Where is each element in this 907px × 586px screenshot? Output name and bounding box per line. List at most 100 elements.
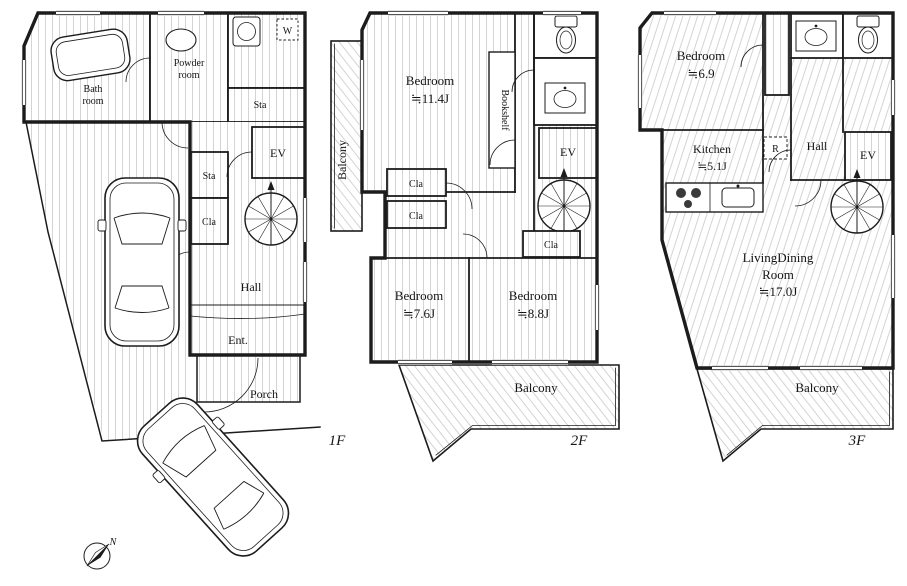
window bbox=[890, 235, 896, 298]
bedroom-b-label: ≒7.6J bbox=[403, 306, 435, 321]
kitchen-label: ≒5.1J bbox=[697, 159, 727, 173]
elevator-label: EV bbox=[560, 145, 576, 159]
bedroom-label: Bedroom bbox=[677, 48, 725, 63]
window bbox=[890, 80, 896, 115]
compass-north-label: N bbox=[109, 537, 118, 548]
toilet-icon bbox=[554, 15, 578, 54]
porch-area bbox=[196, 354, 301, 403]
bookshelf bbox=[488, 51, 516, 169]
window bbox=[359, 60, 365, 130]
door-arc bbox=[511, 69, 535, 93]
washstand-icon bbox=[795, 20, 837, 52]
window bbox=[388, 10, 448, 16]
window bbox=[302, 198, 308, 242]
outer-wall-1f bbox=[22, 11, 307, 357]
balcony-bottom bbox=[397, 364, 620, 463]
floorplan-2f: Bedroom ≒11.4J Bookshelf Balcony Cla Cla… bbox=[330, 10, 620, 463]
floor3-label: 3F bbox=[848, 433, 867, 449]
closet bbox=[386, 200, 447, 229]
door-arc bbox=[768, 149, 792, 173]
window bbox=[664, 10, 716, 16]
floorplan-1f: N Bath room Powder room W Sta EV Sta Cla… bbox=[21, 10, 347, 570]
door-arc bbox=[125, 57, 151, 83]
window bbox=[637, 55, 643, 108]
washing-machine-icon bbox=[232, 16, 261, 47]
bath-room-label: Bath bbox=[84, 84, 103, 95]
hall-label: Hall bbox=[241, 280, 262, 294]
sink-icon bbox=[165, 28, 197, 52]
balcony-railing bbox=[726, 371, 890, 456]
balcony-left bbox=[330, 40, 363, 232]
shelf-closet bbox=[764, 12, 790, 96]
floorplan-3f: Bedroom ≒6.9 Kitchen ≒5.1J R Hall EV Liv… bbox=[637, 10, 896, 463]
elevator-label: EV bbox=[270, 146, 286, 160]
kitchen-sink-icon bbox=[721, 187, 755, 208]
living-dining-label: LivingDining bbox=[743, 250, 814, 265]
door-arc bbox=[226, 151, 253, 178]
refrigerator-box bbox=[763, 136, 788, 160]
closet-label: Cla bbox=[409, 179, 423, 190]
window bbox=[594, 285, 600, 330]
window bbox=[543, 10, 581, 16]
window bbox=[492, 359, 568, 365]
window bbox=[158, 10, 204, 16]
balcony-bottom-railing bbox=[435, 367, 616, 456]
closet bbox=[190, 197, 229, 245]
elevator-room bbox=[251, 126, 306, 179]
stairs-upper-label: Sta bbox=[254, 100, 267, 111]
closet-label: Cla bbox=[544, 240, 558, 251]
door-arc bbox=[445, 182, 473, 210]
floor1-label: 1F bbox=[329, 433, 347, 449]
powder-room-label: room bbox=[178, 70, 199, 81]
car-icon-garage bbox=[97, 177, 187, 347]
bedroom-c-label: ≒8.8J bbox=[517, 306, 549, 321]
entrance-label: Ent. bbox=[228, 333, 248, 347]
porch-label: Porch bbox=[250, 387, 278, 401]
powder-room-label: Powder bbox=[174, 58, 205, 69]
window bbox=[302, 262, 308, 302]
door-arc bbox=[794, 179, 822, 207]
door-arc bbox=[740, 44, 764, 68]
refrigerator-label: R bbox=[772, 144, 779, 155]
stairs-upper-room bbox=[227, 87, 306, 123]
bath-room-label: room bbox=[82, 96, 103, 107]
bedroom-a-label: Bedroom bbox=[406, 73, 454, 88]
balcony-label: Balcony bbox=[795, 380, 839, 395]
door-arc bbox=[462, 233, 488, 259]
window bbox=[21, 60, 27, 105]
bedroom-a-label: ≒11.4J bbox=[411, 91, 449, 106]
balcony-left-label: Balcony bbox=[335, 140, 349, 180]
elevator-room bbox=[538, 127, 598, 179]
window bbox=[398, 359, 452, 365]
window bbox=[800, 365, 862, 371]
washer-label: W bbox=[283, 26, 293, 37]
compass-icon: N bbox=[83, 537, 118, 570]
bathtub-icon bbox=[50, 28, 131, 82]
door-arc bbox=[161, 121, 189, 149]
living-dining-label: ≒17.0J bbox=[759, 284, 798, 299]
kitchen-stove-icon bbox=[676, 188, 701, 208]
bedroom-label: ≒6.9 bbox=[687, 66, 714, 81]
hall-label: Hall bbox=[807, 139, 828, 153]
floor2-label: 2F bbox=[571, 433, 589, 449]
elevator-room bbox=[844, 131, 892, 181]
window bbox=[56, 10, 100, 16]
washstand-icon bbox=[544, 82, 586, 114]
window bbox=[712, 365, 768, 371]
door-arc bbox=[489, 139, 516, 166]
kitchen-label: Kitchen bbox=[693, 142, 731, 156]
toilet-icon bbox=[856, 15, 880, 54]
closet bbox=[522, 230, 581, 258]
washer-box bbox=[276, 18, 299, 41]
kitchen-counter bbox=[665, 182, 764, 213]
entrance-step-curve bbox=[189, 313, 306, 319]
floor3-footprint bbox=[640, 13, 893, 368]
stairs-label: Sta bbox=[203, 171, 216, 182]
elevator-label: EV bbox=[860, 148, 876, 162]
entrance-door-arc bbox=[203, 357, 259, 413]
balcony-label: Balcony bbox=[514, 380, 558, 395]
bedroom-b-label: Bedroom bbox=[395, 288, 443, 303]
closet bbox=[386, 168, 447, 197]
